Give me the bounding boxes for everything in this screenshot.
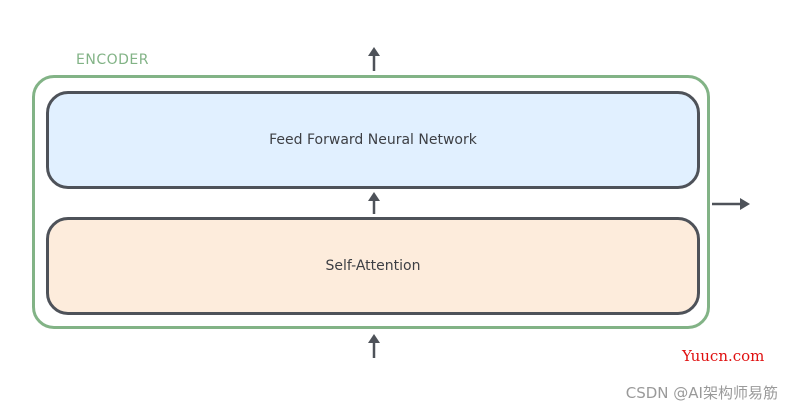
self-attention-layer: Self-Attention: [46, 217, 700, 315]
encoder-label: ENCODER: [76, 52, 149, 68]
feed-forward-label: Feed Forward Neural Network: [269, 132, 477, 148]
self-attention-label: Self-Attention: [325, 258, 421, 274]
feed-forward-layer: Feed Forward Neural Network: [46, 91, 700, 189]
csdn-watermark: CSDN @AI架构师易筋: [625, 384, 778, 402]
output-up-arrow-icon: [368, 47, 380, 71]
encoder-block: [32, 75, 710, 329]
site-watermark: Yuucn.com: [682, 347, 765, 365]
inter-layer-up-arrow-icon: [368, 192, 380, 214]
output-right-arrow-icon: [712, 198, 750, 210]
input-up-arrow-icon: [368, 334, 380, 358]
